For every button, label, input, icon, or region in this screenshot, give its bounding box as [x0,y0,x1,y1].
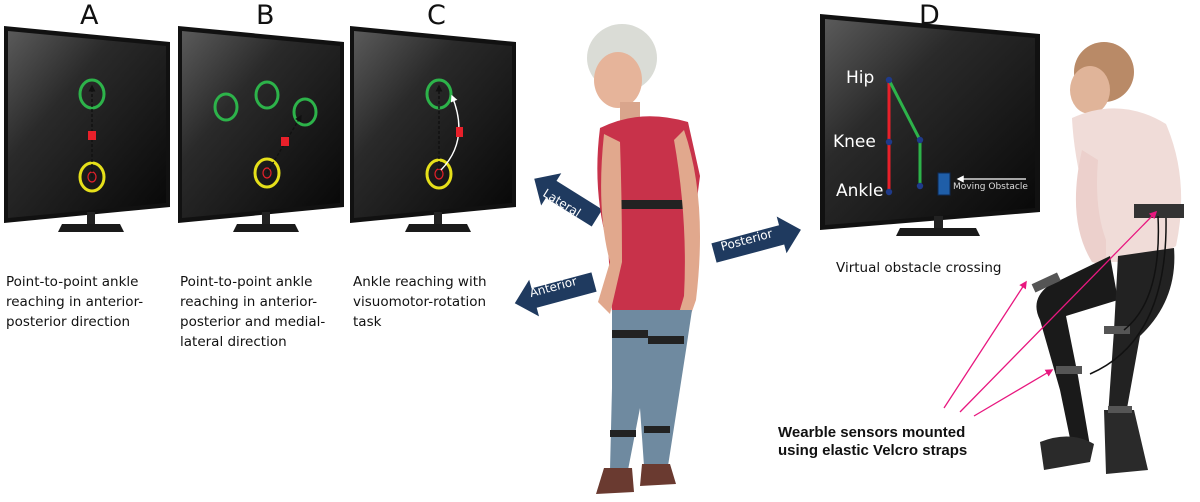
knee-label: Knee [833,132,876,152]
sensor-note: Wearble sensors mounted using elastic Ve… [778,424,967,460]
pointer-waist-sensor [959,210,1158,413]
monitor-c-screen [354,31,512,218]
subject-thigh-strap [612,330,648,338]
subject-sensor-belt [612,200,692,209]
walking-subject-illustration [1031,42,1184,474]
start-ring [253,157,281,189]
sensor-note-line-1: Wearble sensors mounted [778,424,966,441]
pointer-shank-sensor [973,369,1054,417]
panel-letter-a: A [80,0,99,31]
start-ring [425,158,453,190]
caption-a: Point-to-point ankle reaching in anterio… [6,274,144,330]
monitor-c-neck [434,212,442,224]
caption-b: Point-to-point ankle reaching in anterio… [180,274,326,350]
walker-waist-sensor [1134,204,1184,218]
walker-arm [1075,150,1106,266]
walker-face [1070,66,1110,114]
monitor-c-base [405,224,471,232]
posterior-arrow [711,216,801,263]
sensor-note-line-2: using elastic Velcro straps [778,442,968,459]
monitor-d [820,14,1040,236]
walker-ankle-strap [1108,406,1132,413]
monitor-b [178,26,344,232]
standing-subject-illustration [587,24,700,494]
ankle-marker [262,167,272,179]
cursor-square [281,137,289,146]
monitor-d-screen [825,19,1035,225]
panel-letter-d: D [919,0,940,31]
swing-ankle-dot [916,182,924,190]
ankle-label: Ankle [836,181,884,201]
subject-arm-near [598,134,622,314]
walker-shank-strap [1056,366,1082,374]
ankle-joint-dot [885,188,893,196]
hip-label: Hip [846,68,875,88]
knee-joint-dot [885,138,893,146]
target-ring [213,92,239,122]
subject-face [594,52,642,108]
monitor-d-neck [934,216,943,228]
walker-shoe-back [1104,410,1148,474]
target-ring [78,78,106,110]
moving-obstacle-label: Moving Obstacle [953,182,1028,192]
walker-leg-front [1036,256,1118,448]
monitor-a-screen [8,31,166,218]
cursor-square [88,131,96,140]
walker-sensor-cable [1123,215,1160,331]
monitor-b-base [233,224,299,232]
walker-sensor-cable [1089,217,1167,375]
subject-shank-strap [610,430,636,437]
moving-obstacle [937,172,951,196]
monitor-d-base [896,228,980,236]
subject-shoe-near [596,468,634,494]
lateral-arrow [534,173,603,227]
pointer-thigh-sensor [943,280,1027,409]
cursor-square [456,127,463,137]
subject-shirt [597,116,700,312]
reach-path-arrow [266,114,302,174]
monitor-a-neck [87,212,95,224]
subject-shoe-far [640,464,676,486]
start-ring [78,161,106,193]
panel-letter-c: C [427,0,446,31]
hip-joint-dot [885,76,893,84]
target-ring [254,80,280,110]
monitor-c [350,26,516,232]
caption-d: Virtual obstacle crossing [836,260,1002,276]
monitor-a [4,26,170,232]
monitor-b-screen [182,31,340,218]
walker-knee-strap [1104,326,1130,334]
monitor-a-base [58,224,124,232]
subject-thigh-strap [648,336,684,344]
swing-knee-dot [916,136,924,144]
panel-letter-b: B [256,0,275,31]
caption-c: Ankle reaching with visuomotor-rotation … [353,274,487,330]
monitor-b-neck [262,212,270,224]
anterior-arrow [514,272,597,317]
walker-thigh-strap [1031,272,1061,293]
target-ring [292,97,318,127]
subject-arm-far [674,130,700,334]
subject-shank-strap [644,426,670,433]
walker-shoe-front [1040,436,1094,470]
